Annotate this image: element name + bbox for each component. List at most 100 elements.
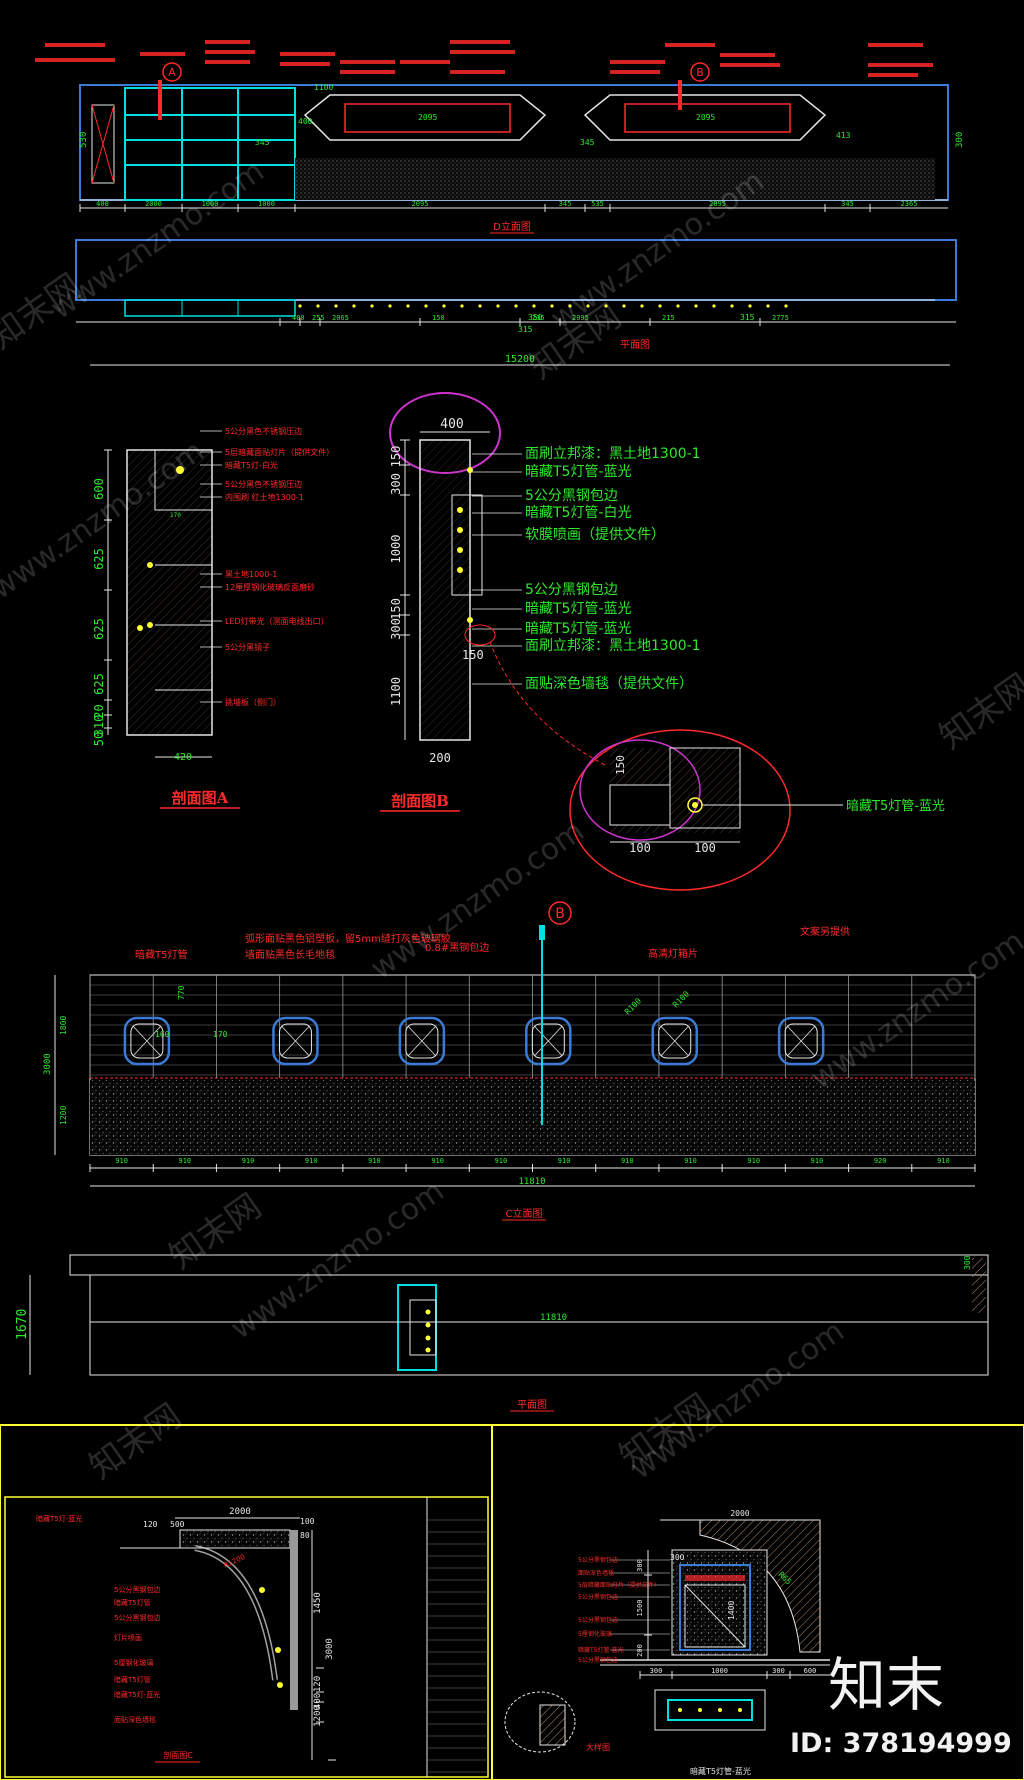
title-section-b: 剖面图B — [391, 792, 449, 810]
note-a: 内围刷 红土地1300-1 — [225, 492, 304, 502]
dim-right-h: 1000 — [711, 1667, 728, 1675]
dim-c-height: 3000 — [43, 1053, 53, 1075]
dim-b-seg: 150 — [389, 598, 403, 620]
dim-b-bottom-a: 150 — [462, 648, 484, 662]
note-right: 暗藏T5灯管-蓝光 — [578, 1646, 624, 1654]
dim-right-inner-b: 300 — [670, 1553, 685, 1562]
note-a: LED灯带光（测面电线出口） — [225, 616, 329, 626]
plan-c: 11810 300 1670 平面图 — [15, 1254, 989, 1412]
dim-b-seg: 300 — [389, 618, 403, 640]
tag-a: A — [168, 66, 176, 79]
dim-c-bay: 910 — [368, 1157, 381, 1165]
notes-section-a: 5公分黑色不锈钢压边5层暗藏面贴灯片（提供文件）暗藏T5灯-白光5公分黑色不锈钢… — [200, 426, 334, 707]
dim-plan-small-a: 350 — [528, 313, 543, 322]
note-right: 面贴深色墙毯 — [578, 1569, 614, 1577]
dim-c-window-h: 770 — [177, 985, 186, 1000]
dim-c-window-r: 170 — [213, 1030, 228, 1039]
note-a: 5层暗藏面贴灯片（提供文件） — [225, 447, 334, 457]
label-d-mid-d: 345 — [580, 138, 595, 147]
title-c-plan: 平面图 — [517, 1399, 547, 1411]
wm-logo: 知末 — [828, 1651, 944, 1719]
note-left: 暗藏T5灯-蓝光 — [114, 1690, 160, 1699]
dim-c-plan-total: 11810 — [540, 1313, 567, 1323]
dim-c-bay: 920 — [874, 1157, 887, 1165]
note-right: 5公分黑钢包边 — [578, 1656, 618, 1664]
title-d-elevation: D立面图 — [493, 220, 531, 233]
note-b: 面刷立邦漆：黑土地1300-1 — [525, 446, 701, 462]
note-b: 暗藏T5灯管-蓝光 — [525, 621, 632, 637]
dim-d-plan-seg: 2065 — [332, 314, 349, 322]
dim-left-sub-b: 500 — [170, 1520, 185, 1529]
dim-b-seg: 300 — [389, 473, 403, 495]
lightbox-window — [398, 1016, 446, 1066]
dim-d-top: 1100 — [314, 83, 333, 92]
lightbox-window — [651, 1016, 698, 1066]
dim-c-bay: 910 — [558, 1157, 571, 1165]
note-a: 5公分黑镜子 — [225, 642, 270, 652]
lightbox-window — [777, 1016, 825, 1066]
note-c: 暗藏T5灯管 — [135, 948, 187, 961]
dim-c-bay: 910 — [937, 1157, 950, 1165]
dim-d-right: 300 — [955, 132, 965, 148]
dim-d-mid1: 400 — [298, 117, 313, 126]
dim-d-plan-seg: 400 — [292, 314, 305, 322]
lightbox-window — [525, 1016, 572, 1066]
note-a: 5公分黑色不锈钢压边 — [225, 426, 302, 436]
dim-b-seg: 1100 — [389, 677, 403, 706]
dim-right-inner-a: 1400 — [727, 1601, 736, 1620]
detail-right-note: 暗藏T5灯管-蓝光 — [690, 1766, 751, 1776]
dim-d-seg: 2095 — [412, 200, 429, 208]
dim-a-seg: 50 — [92, 732, 106, 746]
dim-d-plan-seg: 150 — [432, 314, 445, 322]
dim-a-seg: 625 — [92, 618, 106, 640]
dim-left-sub-d: 80 — [300, 1531, 310, 1540]
notes-sheet-right: 5公分黑钢包边面贴深色墙毯5层暗藏面贴灯片（提供文件）5公分黑钢包边5公分黑钢包… — [578, 1556, 670, 1664]
dim-c-bay: 910 — [305, 1157, 318, 1165]
dim-c-bay: 910 — [242, 1157, 255, 1165]
dim-c-plan-side: 1670 — [15, 1309, 30, 1340]
note-left: 5公分黑钢包边 — [114, 1585, 160, 1594]
note-right: 5公分黑钢包边 — [578, 1556, 618, 1564]
dim-plan-small-c: 315 — [740, 313, 755, 322]
dim-d-plan-seg: 215 — [662, 314, 675, 322]
dim-a-inner: 170 — [170, 512, 181, 519]
lightbox-window — [272, 1016, 319, 1066]
note-a: 12厘厚钢化玻璃反面磨砂 — [225, 582, 315, 592]
note-left: 5厘钢化玻璃 — [114, 1658, 153, 1667]
note-b: 软膜喷画（提供文件） — [525, 527, 665, 543]
dim-d-seg: 1000 — [202, 200, 219, 208]
dim-right-top: 2000 — [730, 1509, 749, 1518]
notes-elevation-c: 暗藏T5灯管弧形面贴黑色铝塑板，留5mm缝打灰色玻璃胶墙面贴黑色长毛地毯0.8#… — [135, 925, 850, 961]
note-a: 挑墙板（侧门） — [225, 697, 281, 707]
note-b: 暗藏T5灯管-蓝光 — [525, 601, 632, 617]
dim-right-h: 300 — [772, 1667, 785, 1675]
dim-d-total: 15200 — [505, 354, 535, 365]
dim-right-h: 300 — [650, 1667, 663, 1675]
note-b: 暗藏T5灯管-蓝光 — [525, 464, 632, 480]
dim-c-bay: 910 — [621, 1157, 634, 1165]
note-b: 面刷立邦漆：黑土地1300-1 — [525, 638, 701, 654]
dim-d-seg: 1000 — [258, 200, 275, 208]
label-d-mid-b: 2095 — [696, 113, 715, 122]
dim-left-top: 2000 — [229, 1507, 251, 1517]
note-c: 弧形面贴黑色铝塑板，留5mm缝打灰色玻璃胶 — [245, 932, 451, 945]
note-right: 5公分黑钢包边 — [578, 1593, 618, 1601]
title-c-elevation: C立面图 — [506, 1207, 543, 1220]
dim-right-v: 300 — [636, 1559, 644, 1572]
dim-left-seg: 3000 — [325, 1638, 335, 1660]
note-left: 灯片喷画 — [114, 1633, 142, 1642]
dim-c-upper: 1800 — [59, 1016, 68, 1035]
note-left: 5公分黑钢包边 — [114, 1613, 160, 1622]
dims-sheet-right-h: 300 1000 300 600 — [639, 1667, 817, 1679]
note-b: 面贴深色墙毯（提供文件） — [525, 675, 693, 692]
dim-d-seg: 400 — [96, 200, 109, 208]
dim-left-seg: 400 — [313, 1693, 323, 1709]
dim-d-seg: 2000 — [145, 200, 162, 208]
dim-right-h: 600 — [804, 1667, 817, 1675]
